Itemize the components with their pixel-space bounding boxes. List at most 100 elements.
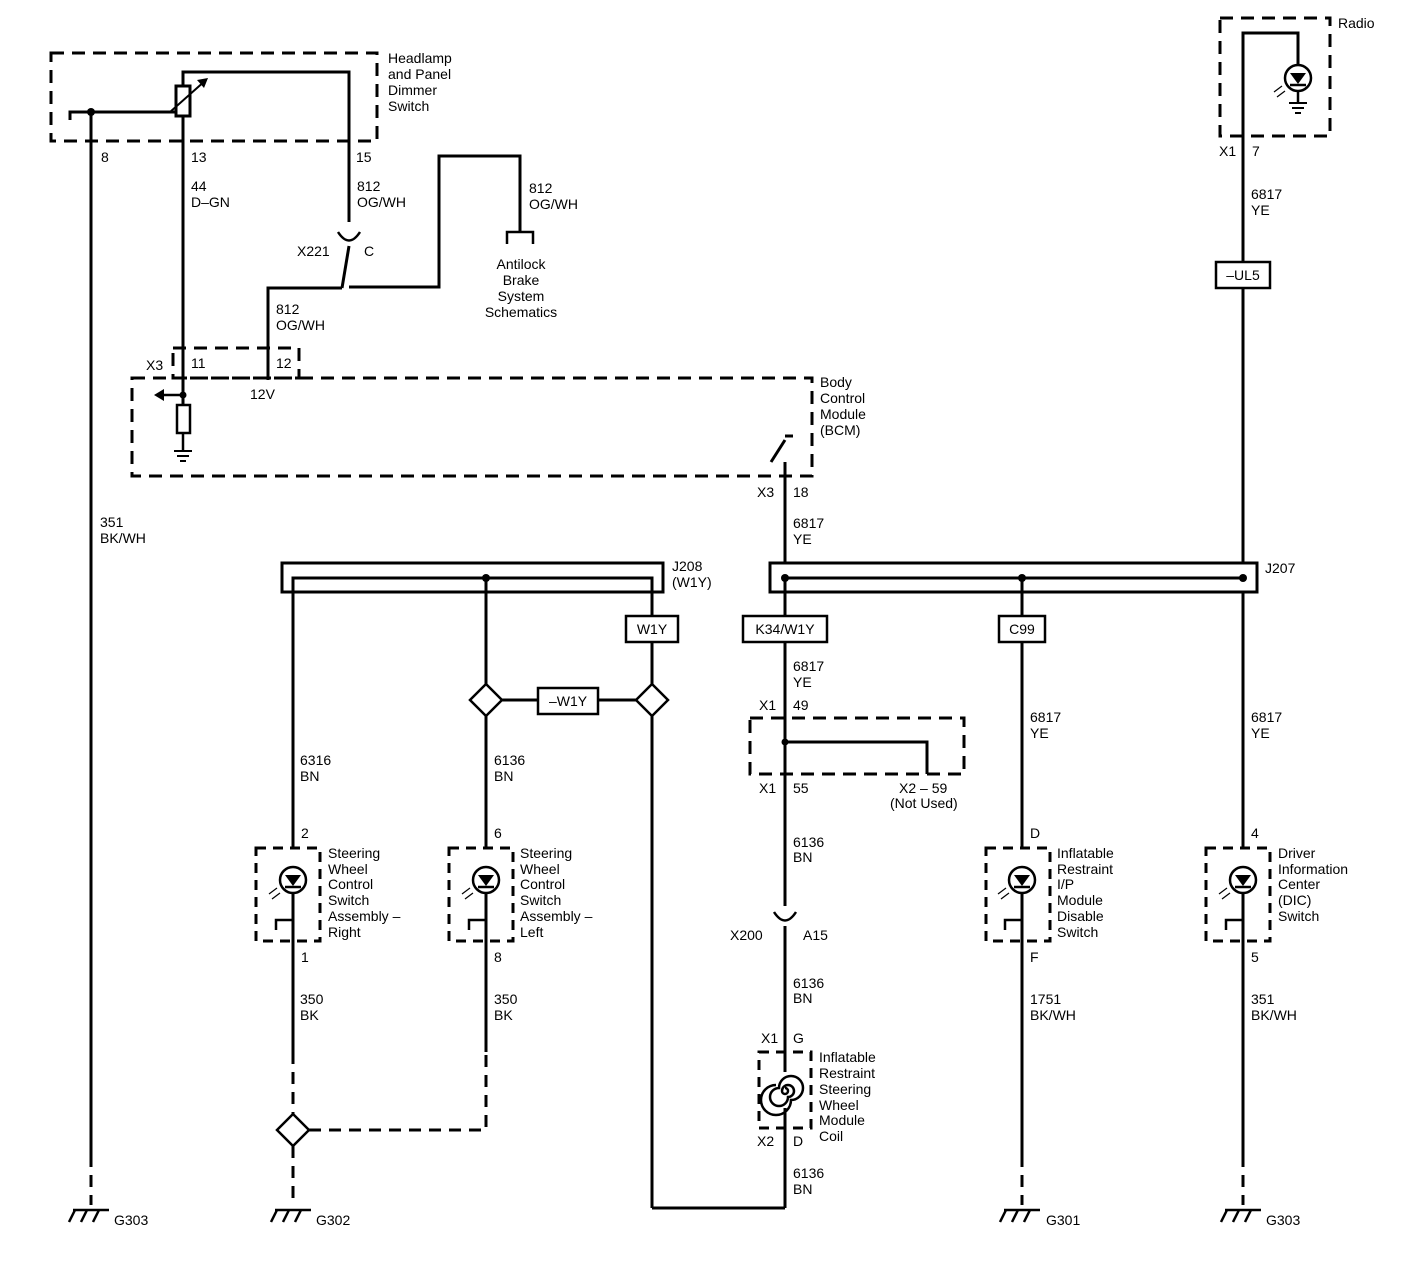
svg-text:6136: 6136 (793, 975, 824, 991)
svg-text:Steering: Steering (819, 1081, 871, 1097)
svg-text:BN: BN (300, 768, 319, 784)
svg-text:11: 11 (191, 355, 206, 371)
svg-text:Switch: Switch (1057, 924, 1098, 940)
svg-text:351: 351 (100, 514, 124, 530)
svg-text:350: 350 (494, 991, 518, 1007)
svg-text:12V: 12V (250, 386, 276, 402)
svg-text:Center: Center (1278, 876, 1320, 892)
svg-text:Information: Information (1278, 861, 1348, 877)
svg-text:6136: 6136 (793, 1165, 824, 1181)
svg-text:Coil: Coil (819, 1128, 843, 1144)
svg-text:BK/WH: BK/WH (1251, 1007, 1297, 1023)
x2-59-not-used: X2 – 59 (899, 780, 947, 796)
svg-text:X1: X1 (1219, 143, 1236, 159)
option-k34-w1y: K34/W1Y (741, 578, 829, 644)
svg-text:Wheel: Wheel (520, 861, 560, 877)
svg-text:C: C (364, 243, 374, 259)
svg-text:2: 2 (301, 825, 309, 841)
swc-switch-left: 6136 BN 6 Steering Wheel Control Switch … (447, 716, 593, 1052)
svg-text:BK: BK (300, 1007, 319, 1023)
svg-text:X1: X1 (759, 697, 776, 713)
svg-text:System: System (498, 288, 545, 304)
svg-text:6136: 6136 (494, 752, 525, 768)
body-control-module: X3 11 12 12V Body Control Module (BCM) X… (130, 346, 866, 500)
svg-text:8: 8 (494, 949, 502, 965)
svg-text:Restraint: Restraint (1057, 861, 1113, 877)
svg-text:I/P: I/P (1057, 876, 1074, 892)
airbag-coil: X1 G Inflatable Restraint Steering Wheel… (757, 1030, 876, 1208)
svg-text:OG/WH: OG/WH (276, 317, 325, 333)
svg-text:13: 13 (191, 149, 207, 165)
svg-text:BN: BN (494, 768, 513, 784)
svg-text:55: 55 (793, 780, 809, 796)
svg-text:X3: X3 (757, 484, 774, 500)
svg-text:Assembly –: Assembly – (328, 908, 401, 924)
svg-text:BK: BK (494, 1007, 513, 1023)
option-c99: C99 (997, 578, 1047, 644)
svg-text:Control: Control (820, 390, 865, 406)
headlamp-dimmer-switch: Headlamp and Panel Dimmer Switch (49, 50, 452, 143)
svg-text:(BCM): (BCM) (820, 422, 860, 438)
svg-text:Switch: Switch (1278, 908, 1319, 924)
svg-text:6: 6 (494, 825, 502, 841)
svg-text:J207: J207 (1265, 560, 1296, 576)
wire-351-left: 8 351 BK/WH G303 (67, 112, 148, 1228)
svg-text:Wheel: Wheel (819, 1097, 859, 1113)
svg-text:15: 15 (356, 149, 372, 165)
connector-x221: X221 (297, 243, 330, 259)
w1y-alternate-path: –W1Y (468, 578, 785, 1210)
svg-text:1751: 1751 (1030, 991, 1061, 1007)
svg-text:Switch: Switch (388, 98, 429, 114)
ground-g303-right: G303 (1266, 1212, 1300, 1228)
ground-g301: G301 (1046, 1212, 1080, 1228)
svg-text:X1: X1 (761, 1030, 778, 1046)
svg-text:812: 812 (529, 180, 553, 196)
dic-switch: 6817 YE 4 Driver Information Center (DIC… (1204, 592, 1348, 1228)
bcm-label: Body (820, 374, 852, 390)
svg-text:BK/WH: BK/WH (1030, 1007, 1076, 1023)
radio-label: Radio (1338, 15, 1375, 31)
svg-text:X1: X1 (759, 780, 776, 796)
option-not-w1y: –W1Y (549, 693, 588, 709)
swc-switch-right: 6316 BN 2 Steering Wheel Control Switch … (254, 592, 488, 1228)
svg-text:YE: YE (1251, 202, 1270, 218)
svg-text:YE: YE (1251, 725, 1270, 741)
svg-text:F: F (1030, 949, 1039, 965)
svg-text:6817: 6817 (1030, 709, 1061, 725)
center-circuit-6136: 6817 YE X1 49 X1 55 X2 – 59 (Not Used) 6… (730, 642, 966, 1052)
option-not-ul5: –UL5 (1226, 267, 1260, 283)
svg-text:6136: 6136 (793, 834, 824, 850)
svg-text:BN: BN (793, 990, 812, 1006)
svg-text:12: 12 (276, 355, 292, 371)
svg-text:W1Y: W1Y (637, 621, 668, 637)
svg-text:812: 812 (357, 178, 381, 194)
svg-text:D–GN: D–GN (191, 194, 230, 210)
radio: Radio X1 7 (1218, 15, 1375, 159)
splice-j208: J208 (W1Y) (280, 558, 712, 594)
svg-text:6817: 6817 (793, 515, 824, 531)
svg-text:Module: Module (1057, 892, 1103, 908)
svg-text:Assembly –: Assembly – (520, 908, 593, 924)
svg-text:J208: J208 (672, 558, 703, 574)
ip-module-disable-switch: 6817 YE D Inflatable Restraint I/P Modul… (984, 642, 1114, 1228)
svg-text:YE: YE (1030, 725, 1049, 741)
pin-8: 8 (101, 149, 109, 165)
svg-text:(DIC): (DIC) (1278, 892, 1311, 908)
wire-812: 15 812 OG/WH X221 C 812 OG/WH 812 OG/WH … (266, 141, 578, 380)
svg-text:49: 49 (793, 697, 809, 713)
svg-text:812: 812 (276, 301, 300, 317)
svg-text:A15: A15 (803, 927, 828, 943)
svg-text:18: 18 (793, 484, 809, 500)
svg-text:D: D (1030, 825, 1040, 841)
svg-text:D: D (793, 1133, 803, 1149)
svg-text:Module: Module (819, 1112, 865, 1128)
connector-x200: X200 (730, 927, 763, 943)
ground-g302: G302 (316, 1212, 350, 1228)
svg-text:6817: 6817 (793, 658, 824, 674)
svg-text:Steering: Steering (328, 845, 380, 861)
svg-text:Disable: Disable (1057, 908, 1104, 924)
svg-text:6316: 6316 (300, 752, 331, 768)
svg-text:Inflatable: Inflatable (1057, 845, 1114, 861)
option-w1y: W1Y (624, 592, 680, 644)
